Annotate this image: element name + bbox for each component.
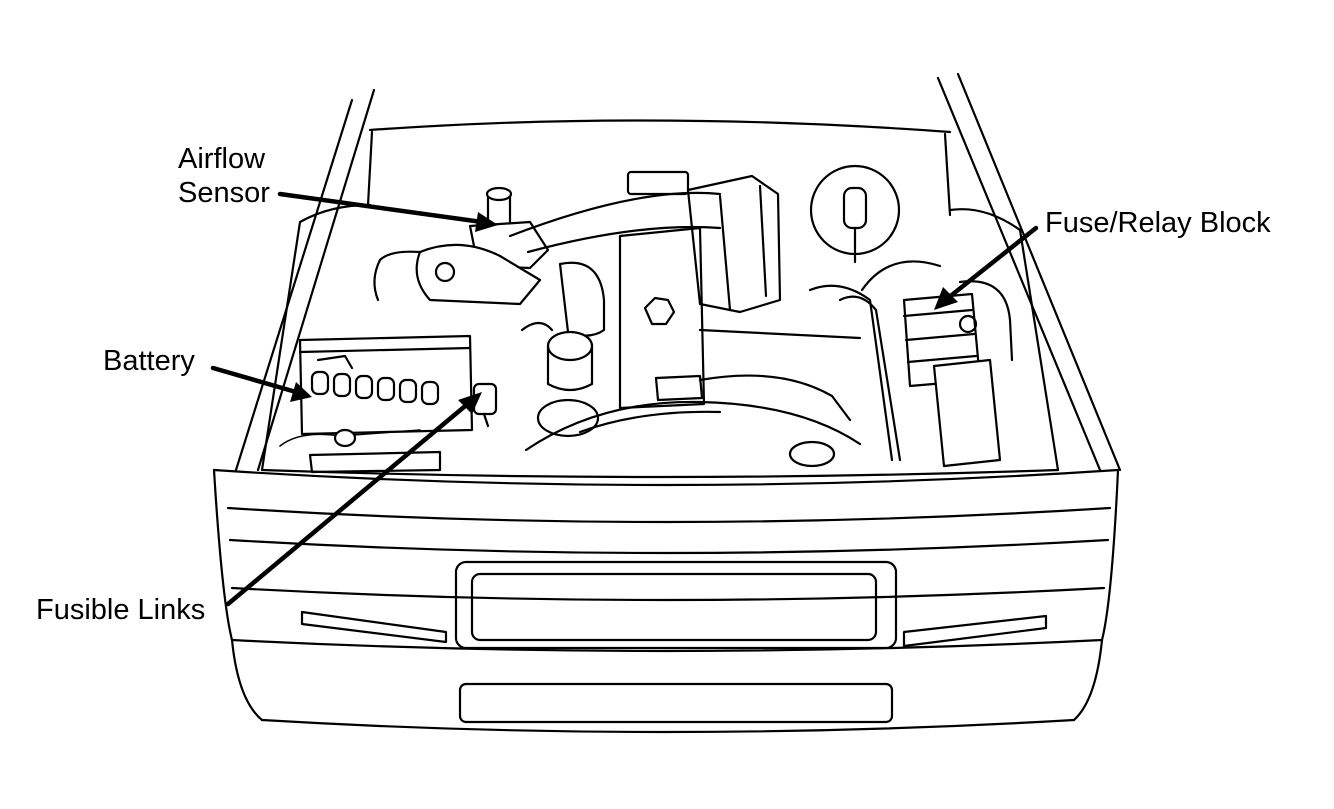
fuse-relay-block-label: Fuse/Relay Block — [1045, 207, 1271, 239]
fusible-links-leader — [225, 399, 473, 607]
battery-label: Battery — [103, 345, 195, 377]
leader-lines — [210, 191, 1039, 607]
front-body — [212, 468, 1120, 734]
fuse-relay-block-arrowhead — [934, 287, 958, 310]
fusible-links-arrowhead — [458, 392, 482, 414]
battery-leader — [210, 365, 299, 395]
airflow-sensor-arrowhead — [475, 212, 498, 232]
fuse-relay-block-drawing — [902, 280, 1014, 468]
battery-drawing — [279, 334, 474, 474]
airflow-sensor-label-line2: Sensor — [178, 177, 270, 209]
fuse-relay-block-leader — [945, 225, 1039, 301]
engine-components — [520, 164, 942, 468]
airflow-sensor-drawing — [373, 186, 722, 306]
battery-arrowhead — [290, 382, 312, 402]
hood — [234, 72, 1122, 472]
fusible-links-drawing — [472, 382, 498, 428]
airflow-sensor-label-line1: Airflow — [178, 143, 266, 175]
airflow-sensor-label: Airflow Sensor — [178, 142, 270, 210]
airflow-sensor-leader — [277, 191, 485, 225]
fusible-links-label: Fusible Links — [36, 594, 206, 626]
